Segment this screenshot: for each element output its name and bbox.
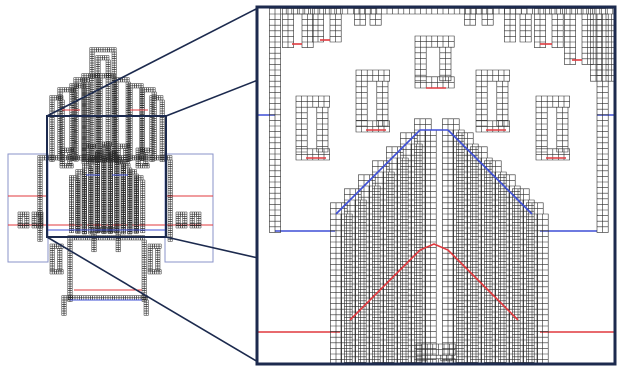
overview-lower-window-left (49, 243, 64, 275)
inset-chevron-8 (456, 132, 479, 363)
overview-side-window-2 (175, 211, 188, 229)
zoom-region-box (46, 115, 167, 238)
overview-chevron-1 (75, 169, 87, 234)
inset-doorway (415, 343, 456, 363)
inset-chevron-blue-crest-right (447, 129, 533, 215)
overview-window-4 (135, 147, 150, 169)
inset-cell-tracks (269, 8, 614, 363)
overview-chevron-4 (95, 151, 107, 234)
overview-chevron-7 (114, 157, 126, 233)
inset-window-2 (475, 69, 510, 133)
inset-chevron-6 (414, 118, 437, 363)
overview-base (61, 295, 149, 316)
zoomed-inset (258, 8, 614, 363)
overview-chevron-8 (121, 163, 133, 235)
inset-chevron-9 (470, 146, 493, 363)
inset-chevron-5 (400, 132, 423, 363)
overview-wire-segments (48, 109, 166, 301)
inset-top-stub-5 (534, 8, 564, 48)
overview-spire-2 (73, 77, 91, 162)
inset-window-4 (535, 95, 570, 161)
overview-lower-body (67, 235, 147, 302)
inset-window-3 (295, 95, 330, 161)
overview-chevron-0 (69, 175, 81, 234)
overview-chevron-5 (101, 145, 113, 234)
overview-layout (7, 47, 214, 316)
inset-chevron-7 (442, 118, 465, 363)
inset-chevron-0 (330, 202, 353, 363)
overview-side-window-1 (31, 211, 44, 229)
overview-chevron-10 (134, 175, 146, 234)
zoom-connector-lines (46, 7, 259, 363)
inset-wire-segments (258, 114, 614, 333)
overview-chevron-2 (82, 163, 94, 235)
overview-side-window-0 (17, 211, 30, 229)
inset-chevron-red-inner (349, 243, 519, 321)
overview-cell-tracks (17, 47, 202, 316)
inset-chevron-4 (386, 146, 409, 363)
inset-chevron-1 (344, 188, 367, 363)
overview-side-window-3 (189, 211, 202, 229)
zoomed-inset-frame (255, 5, 617, 366)
overview-lower-window-right (147, 243, 162, 275)
overview-window-3 (115, 143, 130, 165)
inset-chevron-blue-crest (335, 129, 448, 215)
inset-window-1 (355, 69, 390, 133)
inset-chevron-10 (484, 160, 507, 363)
inset-chevron-13 (526, 202, 549, 363)
inset-chevron-2 (358, 174, 381, 363)
inset-window-0 (414, 35, 455, 89)
inset-chevron-12 (512, 188, 535, 363)
inset-chevron-3 (372, 160, 395, 363)
inset-wire-accents (292, 39, 582, 321)
inset-top-stub-2 (354, 8, 382, 26)
overview-spire-0 (89, 47, 117, 163)
overview-chevron-9 (127, 169, 139, 234)
overview-spire-11 (149, 95, 165, 162)
overview-outer-body (37, 155, 173, 242)
overview-chevron-3 (88, 157, 100, 233)
inset-chevron-11 (498, 174, 521, 363)
inset-top-stub-3 (464, 8, 494, 26)
